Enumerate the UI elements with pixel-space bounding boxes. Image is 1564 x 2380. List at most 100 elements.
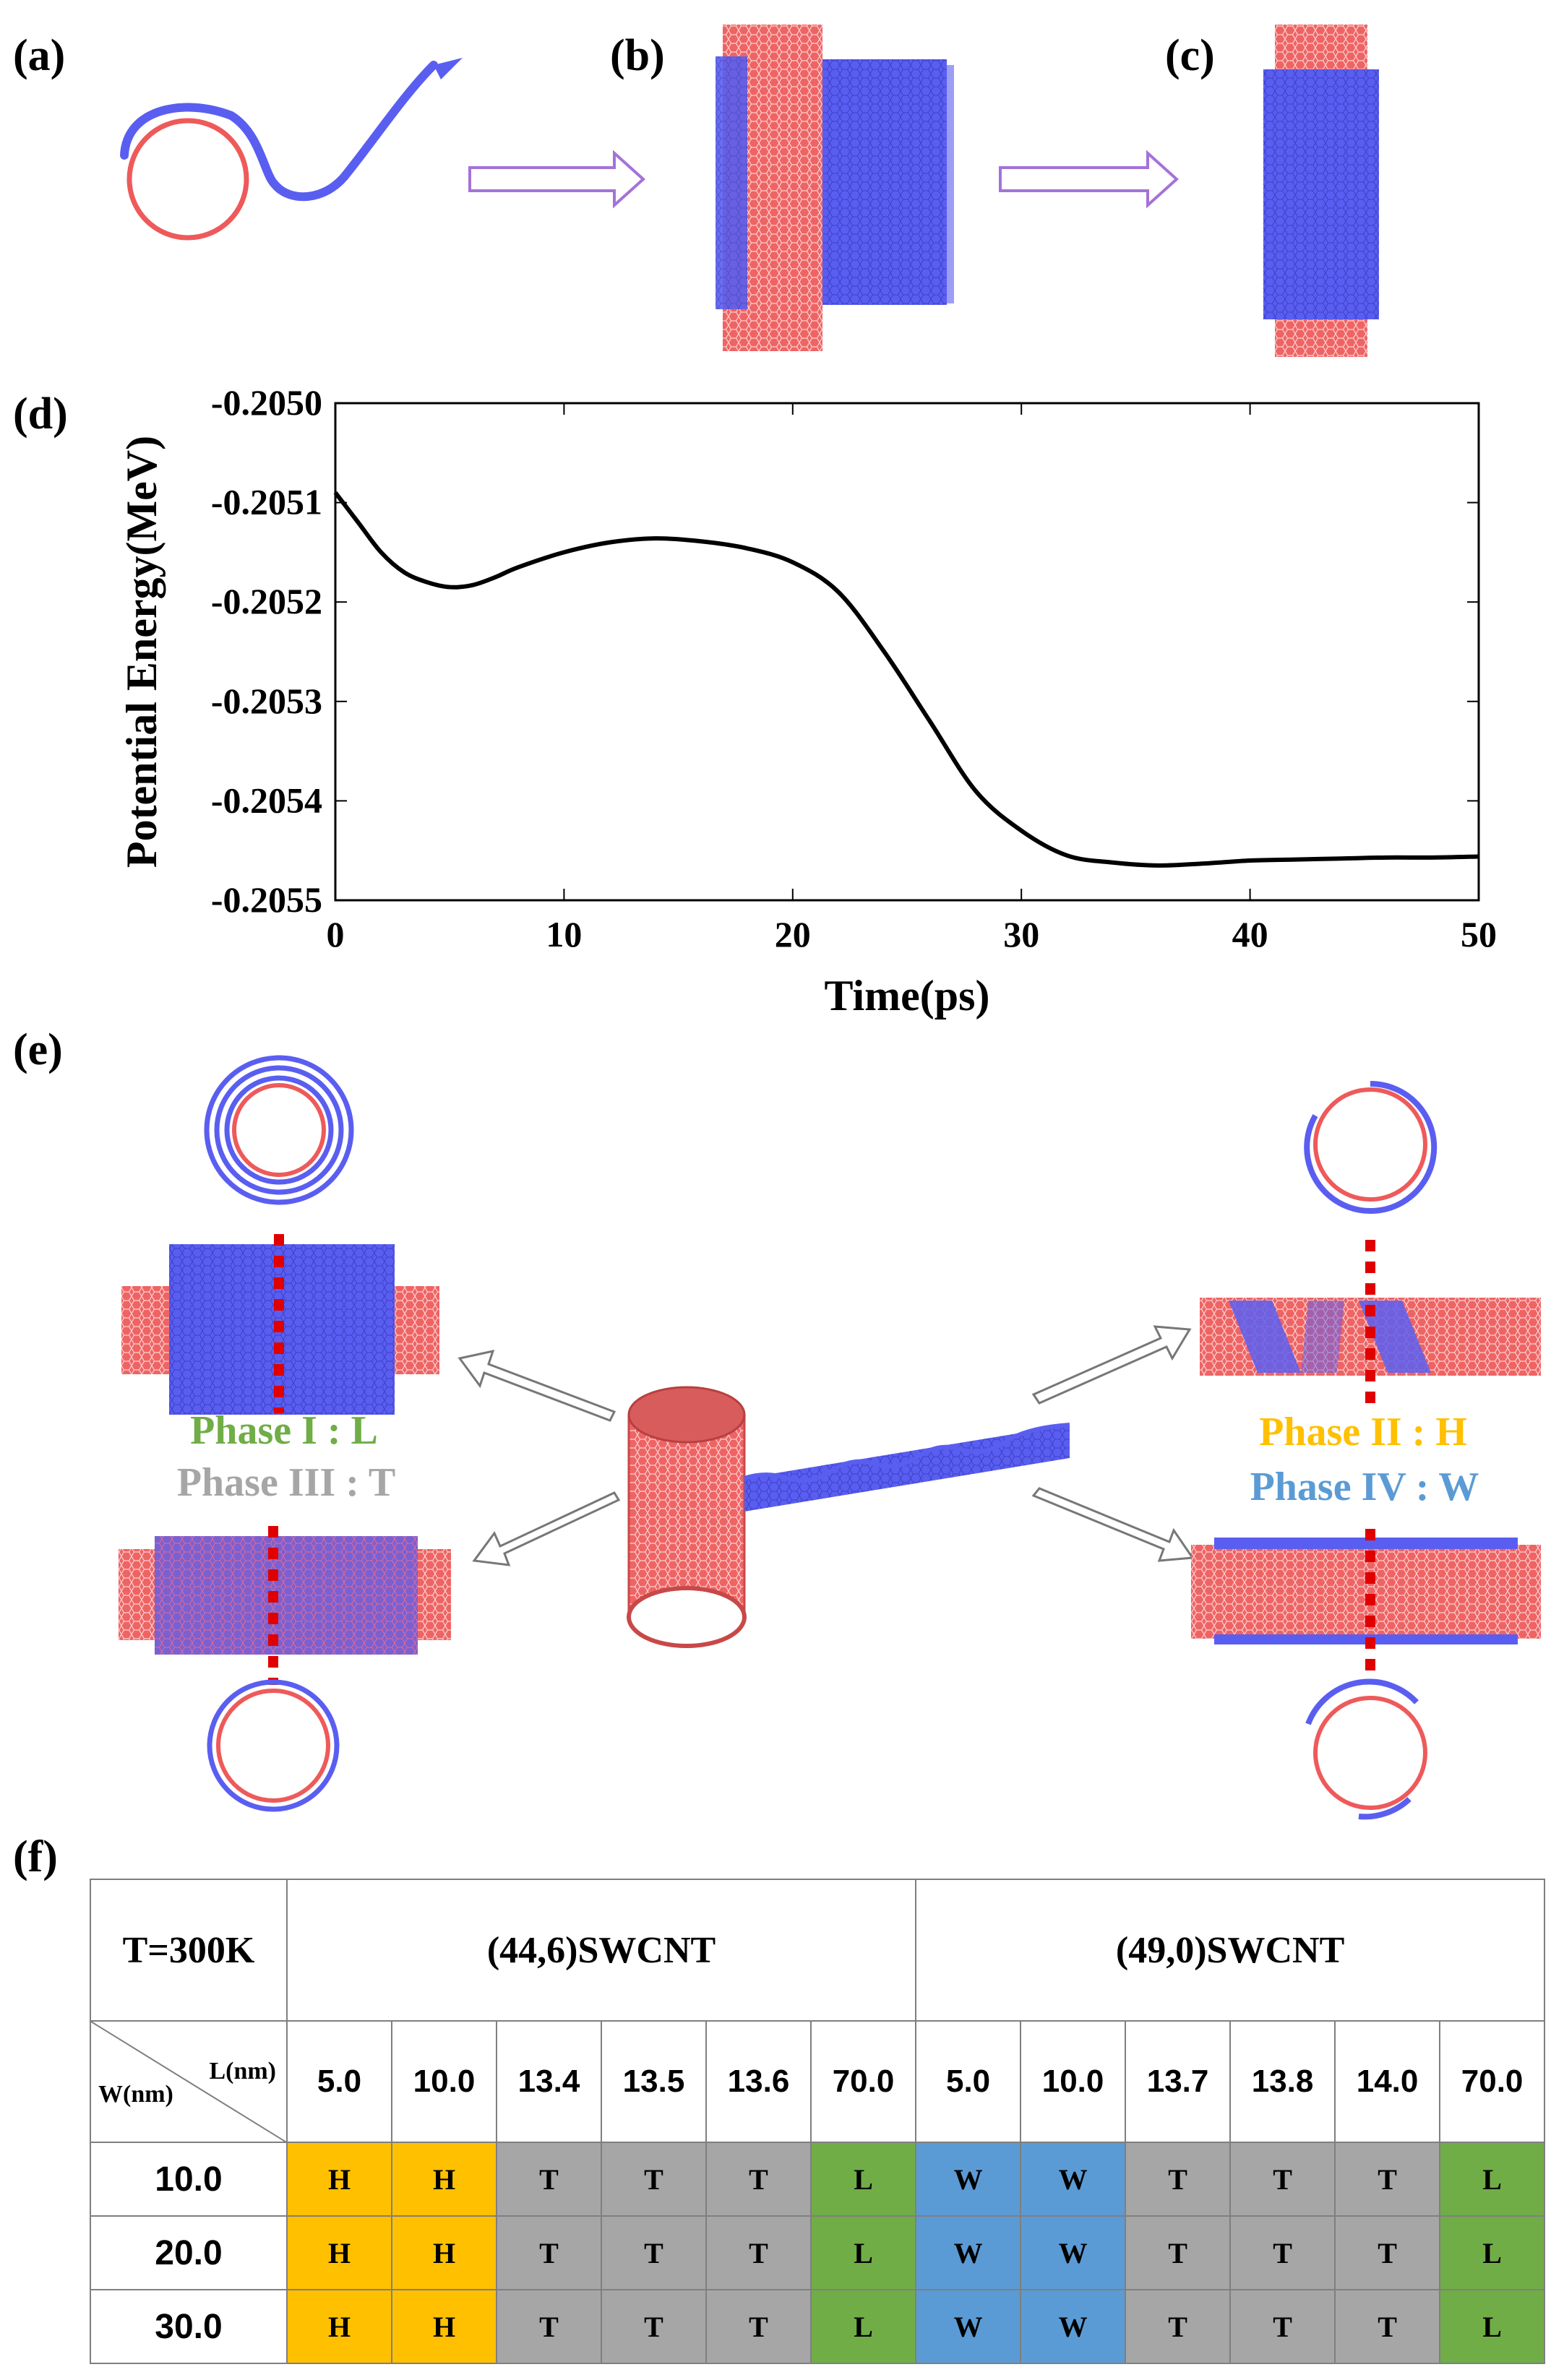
phase-cell: H bbox=[391, 2142, 497, 2217]
phase-cell: T bbox=[496, 2142, 602, 2217]
length-header-cell: 5.0 bbox=[915, 2020, 1022, 2143]
phase-III-label: Phase III : T bbox=[177, 1460, 395, 1505]
y-axis-title: Potential Energy(MeV) bbox=[118, 436, 166, 868]
arrow-to-phase-W bbox=[1031, 1487, 1195, 1562]
phase-L-structure bbox=[121, 1055, 439, 1415]
panel-label-b: (b) bbox=[610, 31, 665, 80]
y-tick-label: -0.2053 bbox=[211, 681, 322, 721]
phase-cell: T bbox=[1334, 2142, 1441, 2217]
center-nanotube-with-ribbon bbox=[627, 1386, 1070, 1648]
phase-cell: L bbox=[809, 2289, 917, 2364]
arrow-to-phase-H bbox=[1031, 1325, 1192, 1405]
phase-cell: T bbox=[1334, 2215, 1441, 2290]
x-tick-label: 50 bbox=[1461, 914, 1497, 954]
phase-cell: T bbox=[705, 2215, 812, 2290]
phase-cell: T bbox=[601, 2142, 707, 2217]
length-header-cell: 14.0 bbox=[1334, 2020, 1441, 2143]
arrow-a-to-b bbox=[468, 150, 645, 209]
panel-label-c: (c) bbox=[1165, 31, 1215, 80]
panel-label-d: (d) bbox=[13, 389, 68, 439]
phase-W-structure bbox=[1191, 1529, 1541, 1820]
arrow-b-to-c bbox=[999, 150, 1179, 209]
x-tick-label: 20 bbox=[775, 914, 811, 954]
phase-I-label: Phase I : L bbox=[190, 1408, 378, 1453]
length-header-cell: 13.7 bbox=[1125, 2020, 1232, 2143]
phase-cell: H bbox=[391, 2289, 497, 2364]
phase-cell: H bbox=[286, 2142, 392, 2217]
x-tick-label: 40 bbox=[1232, 914, 1268, 954]
panel-label-f: (f) bbox=[13, 1832, 58, 1881]
panel-a-illustration bbox=[120, 58, 463, 241]
length-header-cell: 13.6 bbox=[705, 2020, 812, 2143]
phase-cell: T bbox=[705, 2142, 812, 2217]
nanotube-cross-section bbox=[126, 118, 249, 241]
graphene-ribbon-tip bbox=[434, 58, 463, 79]
length-axis-label: L(nm) bbox=[209, 2058, 276, 2084]
arrow-to-phase-L bbox=[457, 1349, 616, 1422]
length-header-cell: 5.0 bbox=[286, 2020, 392, 2143]
y-tick-label: -0.2050 bbox=[211, 382, 322, 423]
width-row-header: 20.0 bbox=[90, 2215, 288, 2290]
phase-cell: T bbox=[1125, 2142, 1232, 2217]
phase-cell: T bbox=[601, 2215, 707, 2290]
temperature-cell: T=300K bbox=[90, 1879, 288, 2022]
graphene-ribbon bbox=[120, 61, 438, 202]
corner-diagonal bbox=[91, 2022, 288, 2143]
phase-cell: T bbox=[496, 2289, 602, 2364]
phase-cell: H bbox=[286, 2289, 392, 2364]
y-tick-label: -0.2055 bbox=[211, 879, 322, 920]
y-tick-labels: -0.2055 -0.2054 -0.2053 -0.2052 -0.2051 -0.20… bbox=[211, 382, 322, 920]
width-row-header: 30.0 bbox=[90, 2289, 288, 2364]
phase-cell: L bbox=[809, 2215, 917, 2290]
phase-T-structure bbox=[119, 1526, 451, 1812]
y-tick-label: -0.2054 bbox=[211, 780, 322, 820]
width-row-header: 10.0 bbox=[90, 2142, 288, 2217]
phase-cell: T bbox=[1125, 2289, 1232, 2364]
length-header-cell: 13.5 bbox=[601, 2020, 707, 2143]
x-tick-label: 0 bbox=[327, 914, 345, 954]
length-header-cell: 70.0 bbox=[809, 2020, 917, 2143]
axis-corner-cell: L(nm) W(nm) bbox=[90, 2020, 288, 2143]
energy-series-line bbox=[333, 491, 1479, 868]
x-axis-title: Time(ps) bbox=[825, 972, 990, 1019]
width-axis-label: W(nm) bbox=[98, 2081, 173, 2108]
arrow-to-phase-T bbox=[472, 1491, 621, 1566]
phase-cell: T bbox=[1229, 2215, 1336, 2290]
graphene-wrapped bbox=[1263, 69, 1379, 319]
phase-cell: W bbox=[1020, 2215, 1127, 2290]
phase-cell: T bbox=[1125, 2215, 1232, 2290]
length-header-cell: 10.0 bbox=[391, 2020, 497, 2143]
panel-e-illustration: Phase I : L Phase III : T Phase II : H P… bbox=[119, 1055, 1541, 1820]
phase-cell: W bbox=[915, 2142, 1022, 2217]
phase-cell: W bbox=[915, 2215, 1022, 2290]
phase-diagram-table: T=300K (44,6)SWCNT (49,0)SWCNT L(nm) W(n… bbox=[90, 1879, 1546, 2364]
phase-cell: W bbox=[1020, 2289, 1127, 2364]
phase-cell: L bbox=[1439, 2142, 1546, 2217]
x-tick-label: 10 bbox=[546, 914, 582, 954]
table-header-row-1: T=300K (44,6)SWCNT (49,0)SWCNT bbox=[90, 1879, 1546, 2022]
phase-cell: T bbox=[705, 2289, 812, 2364]
phase-cell: L bbox=[809, 2142, 917, 2217]
phase-cell: W bbox=[1020, 2142, 1127, 2217]
phase-II-label: Phase II : H bbox=[1259, 1410, 1467, 1454]
length-header-cell: 13.8 bbox=[1229, 2020, 1336, 2143]
phase-cell: T bbox=[496, 2215, 602, 2290]
y-tick-label: -0.2051 bbox=[211, 482, 322, 522]
phase-cell: H bbox=[391, 2215, 497, 2290]
plot-frame bbox=[334, 402, 1480, 902]
phase-cell: W bbox=[915, 2289, 1022, 2364]
y-tick-label: -0.2052 bbox=[211, 581, 322, 621]
phase-cell: T bbox=[1229, 2142, 1336, 2217]
length-header-cell: 70.0 bbox=[1439, 2020, 1546, 2143]
tick-marks bbox=[335, 402, 1479, 901]
phase-cell: T bbox=[1229, 2289, 1336, 2364]
panel-label-a: (a) bbox=[13, 31, 66, 80]
panel-b-illustration bbox=[716, 25, 954, 351]
